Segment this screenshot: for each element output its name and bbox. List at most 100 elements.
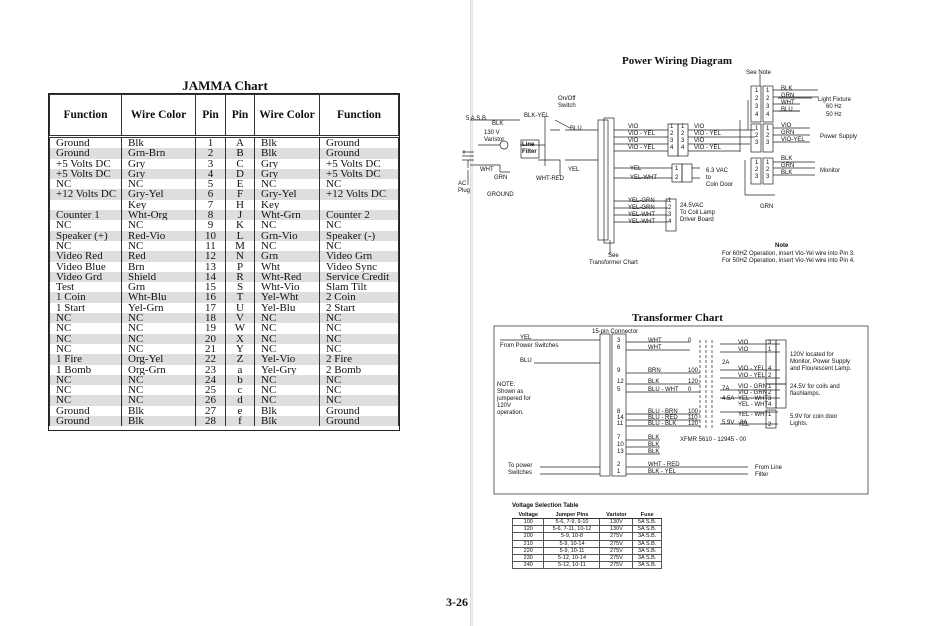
transformer-label: VIO - YEL [738,373,765,379]
diagram-label: 3 [766,140,770,146]
transformer-label: 3 [617,338,621,344]
transformer-label: 7A [722,386,730,392]
transformer-label: 3 [768,396,772,402]
jamma-cell: Ground [319,416,399,427]
voltage-header: Fuse [632,511,662,519]
120v-description: 120V located for Monitor, Power Supply a… [790,352,852,372]
transformer-label: 6 [617,345,621,351]
transformer-label: 4 [768,366,772,372]
voltage-cell: 5-6, 7-11, 10-12 [543,525,601,534]
yel-wire-label: YEL [568,167,580,173]
jamma-cell: 2 Coin [319,292,399,303]
diagram-label: YEL-WHT [630,175,657,181]
transformer-chart-box [493,325,869,495]
transformer-label: 12 [617,379,624,385]
diagram-label: 3 [670,138,674,144]
voltage-cell: 130V [599,525,634,534]
transformer-label: BLK [648,442,660,448]
transformer-label: 0 [688,338,692,344]
yel-input-label: YEL [520,335,532,341]
voltage-cell: 5-12, 10-11 [543,561,601,570]
varistor-icon [499,140,509,150]
jamma-cell: NC [319,313,399,324]
jamma-header-1: Wire Color [121,94,196,138]
diagram-label: 3 [755,174,759,180]
voltage-cell: 100 [511,517,545,527]
transformer-label: 13 [617,449,624,455]
transformer-label: 2 [768,422,772,428]
voltage-header: Jumper Pins [543,511,600,519]
transformer-label: BLK - YEL [648,469,676,475]
jamma-cell: NC [319,385,399,396]
diagram-label: 4 [681,145,685,151]
voltage-cell: 275V [599,561,634,570]
voltage-cell: 5-6, 7-9, 9-10 [543,517,601,527]
diagram-label: VIO [781,123,792,129]
diagram-label: 1 [668,198,672,204]
transformer-label: YEL - WHT [738,412,769,418]
transformer-label: BLK [648,379,660,385]
voltage-cell: 210 [511,539,545,548]
from-line-filter-label: From Line Filter [755,465,783,478]
transformer-label: WHT [648,338,662,344]
diagram-label: 3 [766,174,770,180]
diagram-label: YEL [630,166,642,172]
voltage-cell: 230 [511,554,545,563]
transformer-label: 1 [617,469,621,475]
jamma-cell: NC [319,179,399,190]
transformer-label: BLU - WHT [648,387,679,393]
ac-plug-label: AC Plug [458,181,471,194]
varistor-label: 130 V Varistor [484,130,505,143]
transformer-label: YEL [738,422,750,428]
transformer-label: 11 [617,421,624,427]
transformer-label: 7 [617,435,621,441]
jamma-header-4: Wire Color [254,94,320,138]
diagram-label: 2 [766,133,770,139]
transformer-label: 1 [768,412,772,418]
voltage-cell: 5-9, 10-11 [543,546,601,556]
transformer-label: 10 [617,442,624,448]
jamma-cell: +5 Volts DC [319,158,399,169]
diagram-label: 4 [766,112,770,118]
transformer-label: 14 [617,415,624,421]
transformer-label: 100 [688,368,699,374]
diagram-label: 2 [668,205,672,211]
diagram-label: VIO-YEL [781,137,805,143]
transformer-label: 8 [617,409,621,415]
blk-wire-label: BLK [492,121,504,127]
transformer-core [597,119,609,241]
diagram-label: 4 [668,219,672,225]
diagram-label: 3 [681,138,685,144]
transformer-label: BLU - BRN [648,409,678,415]
line-filter-label: Line Filter [522,142,537,155]
diagram-label: 1 [675,166,679,172]
transformer-label: VIO [738,347,749,353]
diagram-label: VIO - YEL [694,131,721,137]
note-title: Note [775,243,789,249]
power-supply-label: Power Supply [820,134,858,140]
line-filter-box [520,139,540,159]
transformer-label: 5.9V [722,420,735,426]
diagram-label: 1 [755,88,759,94]
59v-description: 5.9V for coin door Lights. [790,414,838,427]
ground-label: GROUND [487,192,514,198]
jamma-chart-title: JAMMA Chart [182,78,268,93]
from-power-switches-label: From Power Switches [500,343,559,349]
diagram-label: YEL-WHT [628,219,655,225]
jamma-cell: Ground [319,148,399,159]
jamma-cell: NC [319,343,399,355]
diagram-label: BLK [781,170,793,176]
